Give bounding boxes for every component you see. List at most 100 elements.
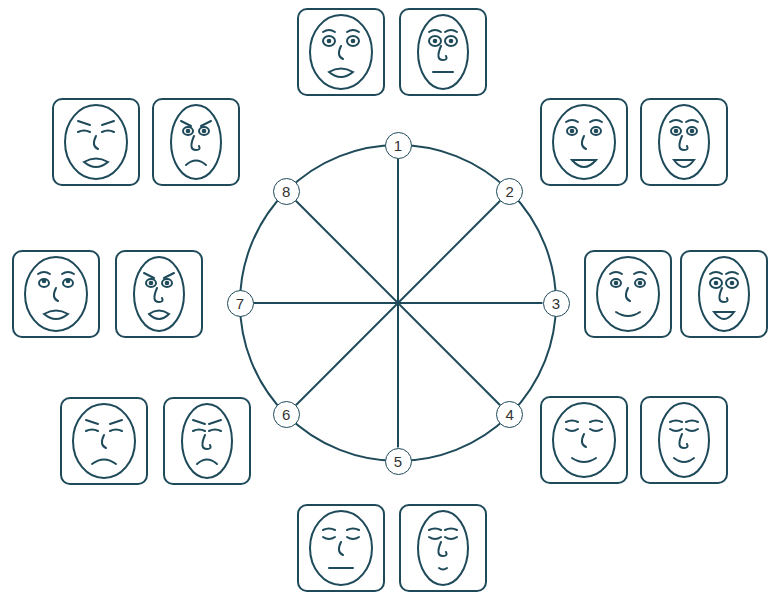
face-eye <box>567 127 577 135</box>
face-brow <box>610 272 622 274</box>
face-brow <box>347 529 359 531</box>
face-eye <box>209 430 221 432</box>
face-eye <box>183 127 193 135</box>
face-mouth <box>329 69 353 78</box>
face-eye <box>86 430 98 432</box>
callout-number: 8 <box>282 184 290 199</box>
face-pupil <box>351 39 356 44</box>
face-pupil <box>674 129 679 134</box>
face-mouth <box>186 161 206 166</box>
face-brow <box>78 121 90 125</box>
face-brow <box>686 120 698 122</box>
face-card <box>164 398 250 484</box>
face-nose <box>438 46 446 60</box>
face-eye <box>199 127 209 135</box>
face-pupil <box>327 39 332 44</box>
face-mouth <box>44 311 68 320</box>
face-brow <box>634 272 646 274</box>
face-eye <box>635 279 645 287</box>
face-nose <box>582 434 586 447</box>
face-brow <box>38 272 50 274</box>
face-outline <box>659 105 709 179</box>
face-nose <box>339 542 343 555</box>
spoke-line <box>296 201 500 405</box>
face-eye <box>102 131 114 133</box>
face-eye <box>566 429 578 431</box>
face-outline <box>73 404 135 478</box>
face-pupil <box>614 281 619 286</box>
face-eye <box>445 36 457 46</box>
face-outline <box>171 105 221 179</box>
face-card <box>541 99 627 185</box>
face-nose <box>679 434 687 448</box>
face-pupil <box>570 129 575 134</box>
face-outline <box>25 257 87 331</box>
face-eye <box>39 279 49 287</box>
callout-number: 4 <box>506 407 514 422</box>
face-outline <box>418 511 468 585</box>
face-brow <box>670 421 682 423</box>
face-brow <box>209 420 221 424</box>
face-brow <box>347 30 359 32</box>
face-nose <box>202 435 210 449</box>
face-pupil <box>449 39 454 44</box>
card-frame <box>641 99 727 185</box>
face-brow <box>323 30 335 32</box>
card-frame <box>61 398 147 484</box>
face-nose <box>719 288 727 302</box>
face-eye <box>445 537 457 539</box>
callout-number: 6 <box>282 407 290 422</box>
face-card <box>541 397 627 483</box>
face-mouth <box>329 567 353 569</box>
face-eye <box>670 429 682 431</box>
number-circle: 2 <box>496 178 523 205</box>
face-mouth <box>674 160 694 167</box>
face-card <box>298 9 384 95</box>
wheel-circle <box>240 145 556 461</box>
face-pupil <box>42 279 47 284</box>
face-pupil <box>594 129 599 134</box>
face-eye <box>590 429 602 431</box>
face-eye <box>671 127 681 135</box>
face-brow <box>710 272 722 274</box>
face-eye <box>323 36 335 46</box>
face-pupil <box>202 129 207 134</box>
card-frame <box>585 251 671 337</box>
face-eye <box>429 537 441 539</box>
face-card <box>641 397 727 483</box>
face-outline <box>310 511 372 585</box>
face-eye <box>78 131 90 133</box>
face-outline <box>699 257 749 331</box>
face-brow <box>670 120 682 122</box>
face-brow <box>726 272 738 274</box>
callout-number: 1 <box>394 138 402 153</box>
face-eye <box>591 127 601 135</box>
face-pupil <box>433 39 438 44</box>
face-brow <box>181 121 191 126</box>
card-frame <box>164 398 250 484</box>
card-frame <box>541 397 627 483</box>
number-circle: 5 <box>385 448 412 475</box>
number-circle: 1 <box>385 132 412 159</box>
face-outline <box>134 257 184 331</box>
face-outline <box>553 105 615 179</box>
face-brow <box>193 420 205 424</box>
face-brow <box>590 120 602 122</box>
face-mouth <box>84 159 108 168</box>
face-pupil <box>714 281 719 286</box>
card-frame <box>681 251 767 337</box>
face-card <box>13 251 99 337</box>
face-pupil <box>165 281 170 286</box>
face-card <box>400 505 486 591</box>
face-pupil <box>186 129 191 134</box>
face-brow <box>429 529 441 531</box>
face-pupil <box>66 279 71 284</box>
callout-number: 5 <box>394 454 402 469</box>
face-outline <box>659 403 709 477</box>
face-pupil <box>730 281 735 286</box>
face-pupil <box>149 281 154 286</box>
face-card <box>116 251 202 337</box>
